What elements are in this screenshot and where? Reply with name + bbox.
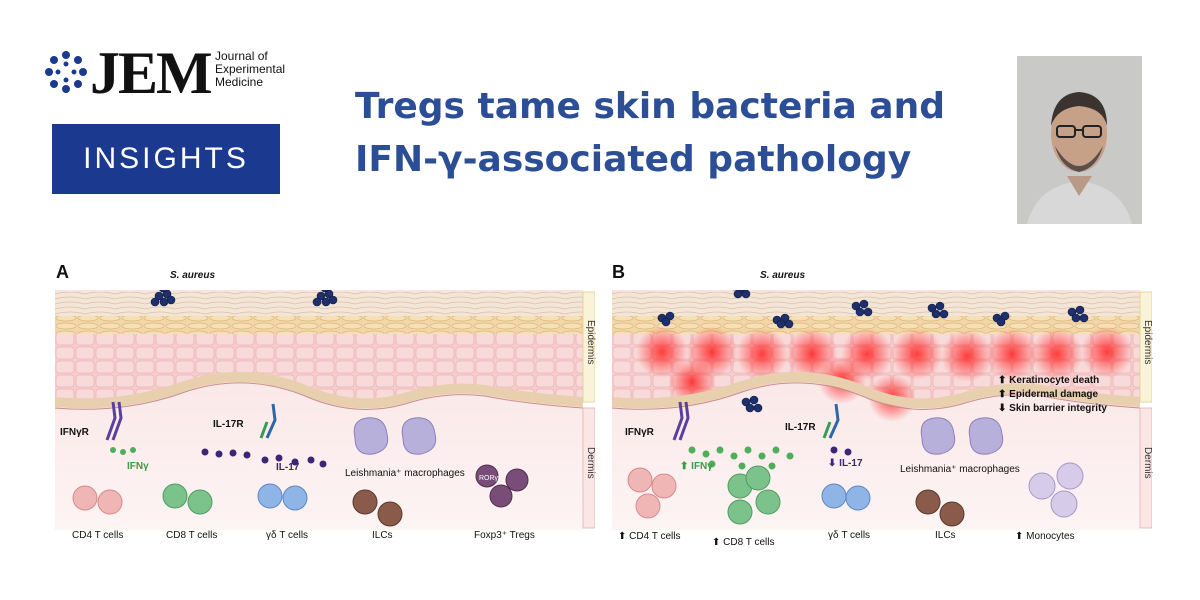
- journal-name-line: Journal of: [215, 49, 268, 63]
- journal-abbreviation: JEM: [90, 40, 213, 106]
- panel-a-dermis-label: Dermis: [585, 447, 596, 479]
- cell-text: CD8 T cells: [723, 537, 775, 548]
- panel-a-cell-label: Foxp3⁺ Tregs: [474, 530, 535, 541]
- panel-a-cell-label: ILCs: [372, 530, 393, 541]
- panel-b-cell-label: ⬆ CD8 T cells: [712, 537, 775, 548]
- article-title: Tregs tame skin bacteria and IFN-γ-assoc…: [355, 80, 995, 186]
- panel-a-epidermis-label: Epidermis: [585, 320, 596, 365]
- cell-text: CD4 T cells: [629, 531, 681, 542]
- panel-a-illustration: [55, 290, 595, 530]
- journal-name-line: Experimental: [215, 62, 286, 76]
- title-line: Tregs tame skin bacteria and: [355, 86, 945, 127]
- panel-b-macrophages-label: Leishmania⁺ macrophages: [900, 464, 1020, 475]
- effect-text: Epidermal damage: [1009, 389, 1099, 400]
- panel-b-illustration: [612, 290, 1152, 530]
- panel-b-ifngr-label: IFNγR: [625, 427, 654, 438]
- panel-a-cell-label: γδ T cells: [266, 530, 309, 541]
- panel-b-effects: ⬆ Keratinocyte death ⬆ Epidermal damage …: [998, 374, 1107, 416]
- panel-a-cell-label: CD8 T cells: [166, 530, 218, 541]
- panel-a-ifngr-label: IFNγR: [60, 427, 89, 438]
- journal-name: Journal of Experimental Medicine: [215, 50, 285, 89]
- panel-b-il17-label: ⬇ IL-17: [828, 458, 863, 469]
- effect-down: ⬇ Skin barrier integrity: [998, 403, 1107, 414]
- panel-b-ifng-text: IFNγ: [691, 461, 713, 472]
- effect-up: ⬆ Epidermal damage: [998, 389, 1099, 400]
- panel-b-ifng-label: ⬆ IFNγ: [680, 461, 713, 472]
- section-badge: INSIGHTS: [52, 124, 280, 194]
- panel-b-label: B: [612, 262, 625, 282]
- panel-a-rorgt-label: RORγt: [479, 475, 500, 482]
- panel-b-il17r-label: IL-17R: [785, 422, 816, 433]
- panel-a-il17-label: IL-17: [276, 462, 300, 473]
- title-line: IFN-γ-associated pathology: [355, 139, 912, 180]
- effect-up: ⬆ Keratinocyte death: [998, 375, 1100, 386]
- panel-b-cell-label: γδ T cells: [828, 530, 871, 541]
- panel-b-bacteria-label: S. aureus: [760, 270, 806, 281]
- effect-text: Skin barrier integrity: [1009, 403, 1107, 414]
- panel-b-cell-label: ILCs: [935, 530, 956, 541]
- panel-b-cell-label: ⬆ CD4 T cells: [618, 531, 681, 542]
- panel-b-cell-label: ⬆ Monocytes: [1015, 531, 1075, 542]
- panel-b-il17-text: IL-17: [839, 458, 863, 469]
- jem-logo-icon: [45, 51, 87, 93]
- panel-a-bacteria-label: S. aureus: [170, 270, 216, 281]
- panel-a-label: A: [56, 262, 69, 282]
- panel-b-dermis-label: Dermis: [1142, 447, 1153, 479]
- panel-a-ifng-label: IFNγ: [127, 461, 149, 472]
- panel-a-macrophages-label: Leishmania⁺ macrophages: [345, 468, 465, 479]
- panel-a-cell-label: CD4 T cells: [72, 530, 124, 541]
- cell-text: Monocytes: [1026, 531, 1075, 542]
- panel-a-il17r-label: IL-17R: [213, 419, 244, 430]
- author-photo: [1017, 56, 1142, 224]
- effect-text: Keratinocyte death: [1009, 375, 1100, 386]
- panel-b-epidermis-label: Epidermis: [1142, 320, 1153, 365]
- journal-name-line: Medicine: [215, 75, 264, 89]
